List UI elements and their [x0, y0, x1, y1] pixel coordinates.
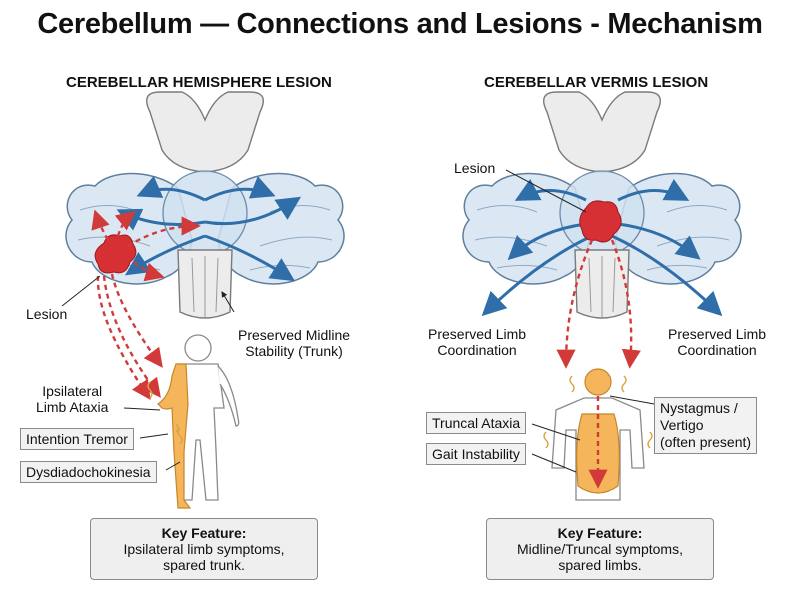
- right-key-feature-box: Key Feature: Midline/Truncal symptoms, s…: [486, 518, 714, 580]
- right-preserved-left-line1: Preserved Limb: [428, 326, 527, 342]
- left-ataxia-label: Ipsilateral Limb Ataxia: [36, 383, 108, 415]
- right-preserved-left-label: Preserved Limb Coordination: [428, 326, 526, 358]
- left-preserved-line1: Preserved Midline: [238, 327, 351, 343]
- right-key-feature-line2: spared limbs.: [558, 557, 642, 573]
- right-key-feature-title: Key Feature:: [557, 525, 643, 541]
- right-gait-instability-label: Gait Instability: [426, 443, 526, 465]
- page-title: Cerebellum — Connections and Lesions - M…: [37, 8, 763, 40]
- left-preserved-label: Preserved Midline Stability (Trunk): [238, 327, 350, 359]
- left-panel-heading: CEREBELLAR HEMISPHERE LESION: [66, 74, 332, 91]
- left-tremor-label: Intention Tremor: [20, 428, 134, 450]
- left-dysdiadochokinesia-label: Dysdiadochokinesia: [20, 461, 157, 483]
- left-key-feature-line2: spared trunk.: [163, 557, 245, 573]
- right-nystagmus-line1: Nystagmus /: [660, 400, 738, 416]
- left-brain: [61, 91, 345, 400]
- right-brain: [462, 91, 742, 369]
- right-lesion: [579, 200, 622, 243]
- left-key-feature-title: Key Feature:: [161, 525, 247, 541]
- left-lesion-label: Lesion: [26, 306, 68, 322]
- right-truncal-ataxia-label: Truncal Ataxia: [426, 412, 527, 434]
- left-affected-limb: [157, 363, 192, 509]
- right-preserved-right-line1: Preserved Limb: [668, 326, 767, 342]
- left-brainstem-upper: [146, 91, 264, 173]
- right-nystagmus-line2: Vertigo: [660, 417, 704, 433]
- right-nystagmus-label: Nystagmus / Vertigo (often present): [654, 397, 758, 454]
- right-preserved-left-line2: Coordination: [437, 342, 517, 358]
- left-lesion: [94, 234, 137, 274]
- right-body-figure: [531, 368, 655, 501]
- left-key-feature-box: Key Feature: Ipsilateral limb symptoms, …: [90, 518, 318, 580]
- right-preserved-right-label: Preserved Limb Coordination: [668, 326, 766, 358]
- left-ataxia-line1: Ipsilateral: [42, 383, 103, 399]
- right-preserved-right-line2: Coordination: [677, 342, 757, 358]
- left-key-feature-line1: Ipsilateral limb symptoms,: [123, 541, 285, 557]
- right-panel-heading: CEREBELLAR VERMIS LESION: [484, 74, 709, 91]
- right-nystagmus-line3: (often present): [660, 434, 752, 450]
- left-ataxia-line2: Limb Ataxia: [36, 399, 109, 415]
- left-vermis-region: [162, 170, 248, 256]
- right-head-affected: [584, 368, 612, 396]
- right-lesion-label: Lesion: [454, 160, 496, 176]
- left-preserved-line2: Stability (Trunk): [245, 343, 343, 359]
- left-body-figure: [123, 334, 240, 509]
- right-key-feature-line1: Midline/Truncal symptoms,: [517, 541, 683, 557]
- right-brainstem-upper: [543, 91, 661, 173]
